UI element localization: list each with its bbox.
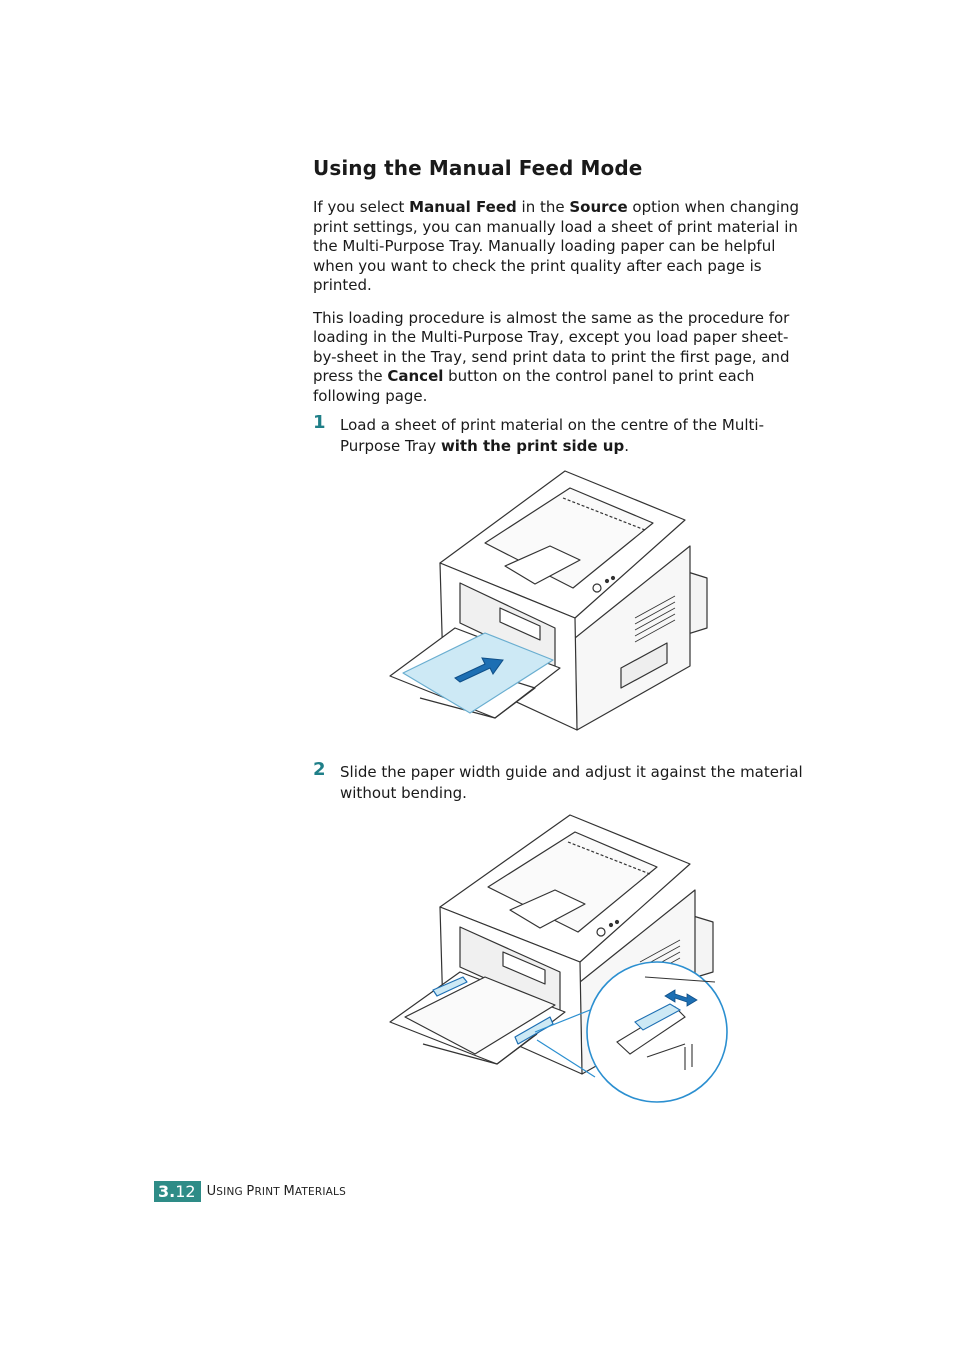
text-run: button on the control panel to print eac… xyxy=(313,367,755,405)
bold-term-cancel: Cancel xyxy=(387,367,444,385)
text-run: in the xyxy=(516,198,570,216)
printer-width-guide-illustration xyxy=(389,814,728,1103)
text-run: option when changing print settings, you… xyxy=(313,198,800,294)
page-number-badge: 3.12 xyxy=(154,1181,201,1202)
title-small-caps: SING xyxy=(216,1186,247,1198)
page-content: Using the Manual Feed Mode If you select… xyxy=(313,156,803,406)
step-number: 1 xyxy=(313,412,326,433)
text-run: This loading procedure is almost the sam… xyxy=(313,308,790,386)
title-small-caps: RINT xyxy=(254,1186,284,1198)
step-number: 2 xyxy=(313,759,326,780)
step-text: . xyxy=(624,437,629,455)
title-cap: M xyxy=(283,1184,295,1199)
chapter-number: 3. xyxy=(158,1182,176,1201)
page-footer: 3.12 USING PRINT MATERIALS xyxy=(154,1181,346,1202)
title-small-caps: ATERIALS xyxy=(294,1186,346,1198)
section-title: Using the Manual Feed Mode xyxy=(313,156,643,180)
text-run: If you select xyxy=(313,198,410,216)
title-cap: P xyxy=(246,1184,255,1199)
step-text: Load a sheet of print material on the ce… xyxy=(340,416,764,455)
intro-paragraph-1: If you select Manual Feed in the Source … xyxy=(313,198,803,296)
step-2: 2 Slide the paper width guide and adjust… xyxy=(313,759,810,804)
title-cap: U xyxy=(206,1184,217,1199)
step-1: 1 Load a sheet of print material on the … xyxy=(313,412,810,457)
footer-chapter-title: USING PRINT MATERIALS xyxy=(207,1184,346,1199)
bold-term-source: Source xyxy=(569,198,628,216)
printer-load-paper-illustration xyxy=(389,470,708,731)
bold-term-manual-feed: Manual Feed xyxy=(409,198,517,216)
step-bold-text: with the print side up xyxy=(440,437,625,455)
step-text: Slide the paper width guide and adjust i… xyxy=(340,763,803,802)
intro-paragraph-2: This loading procedure is almost the sam… xyxy=(313,309,803,407)
page-number: 12 xyxy=(175,1182,196,1201)
